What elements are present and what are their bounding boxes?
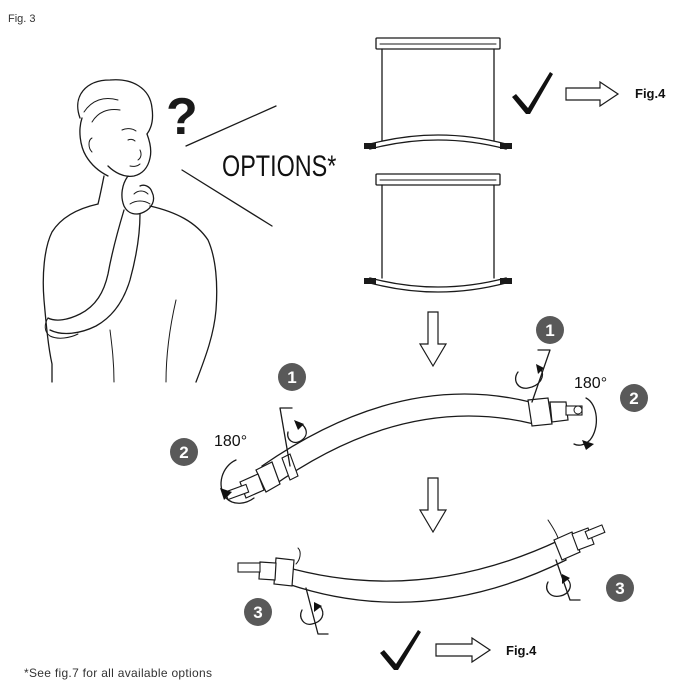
hex-key-icon xyxy=(300,559,581,635)
step-badge: 3 xyxy=(606,574,634,602)
step-badge: 1 xyxy=(278,363,306,391)
pendant-fixture-option-2 xyxy=(364,173,512,293)
figure-label: Fig. 3 xyxy=(8,13,36,25)
fig4-reference-top: Fig.4 xyxy=(635,86,666,101)
step-badge: 1 xyxy=(536,316,564,344)
outline-arrow-right-icon xyxy=(565,80,620,108)
svg-text:2: 2 xyxy=(629,389,638,408)
step-badge: 2 xyxy=(620,384,648,412)
diffuser-tube-before-rotation xyxy=(224,393,583,501)
outline-arrow-right-icon xyxy=(435,636,492,664)
svg-text:2: 2 xyxy=(179,443,188,462)
svg-text:3: 3 xyxy=(253,603,262,622)
svg-text:1: 1 xyxy=(545,321,554,340)
question-mark: ? xyxy=(166,88,198,146)
options-heading: OPTIONS* xyxy=(222,149,337,182)
svg-text:3: 3 xyxy=(615,579,624,598)
outline-arrow-down-icon xyxy=(418,311,448,368)
outline-arrow-down-icon xyxy=(418,477,448,534)
thinking-person-illustration xyxy=(42,79,218,383)
step-badge: 3 xyxy=(244,598,272,626)
footnote: *See fig.7 for all available options xyxy=(24,666,212,680)
diffuser-tube-after-rotation xyxy=(237,519,606,603)
fig4-reference-bottom: Fig.4 xyxy=(506,643,537,658)
rotation-label-right: 180° xyxy=(574,375,607,392)
thought-line-bottom xyxy=(181,169,273,227)
rotate-arrow-icon xyxy=(220,397,597,504)
rotation-label-left: 180° xyxy=(214,433,247,450)
checkmark-icon xyxy=(380,630,421,670)
pendant-fixture-option-1 xyxy=(364,37,512,150)
checkmark-icon xyxy=(512,72,553,114)
svg-text:1: 1 xyxy=(287,368,296,387)
step-badge: 2 xyxy=(170,438,198,466)
thought-line-top xyxy=(185,105,277,147)
hex-key-icon xyxy=(279,349,551,467)
